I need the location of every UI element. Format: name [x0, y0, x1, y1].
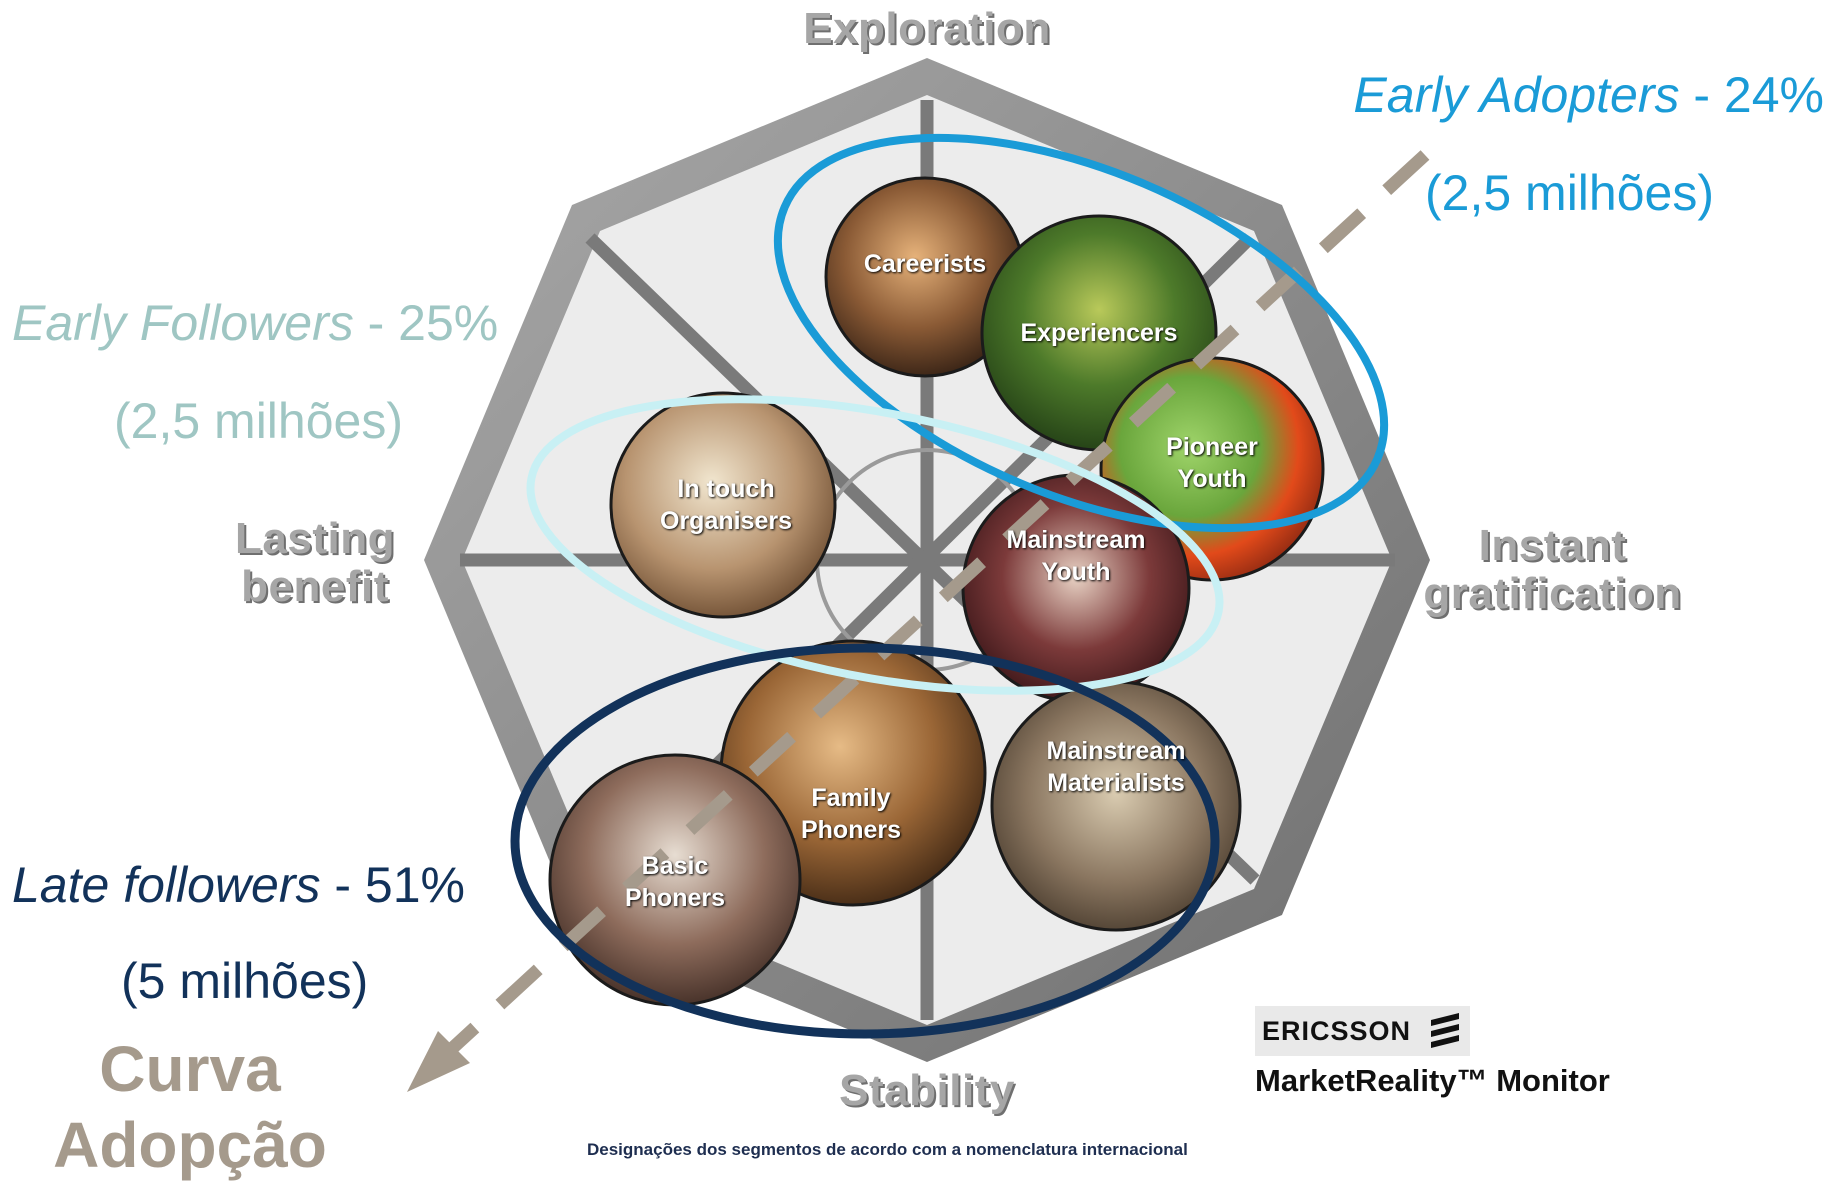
early-followers-share: - 25%	[353, 295, 499, 351]
segment-mainstream-youth-line1: Mainstream	[1006, 526, 1146, 554]
early-adopters-ellipse	[773, 133, 1389, 533]
segment-pioneer-youth-line2: Youth	[1177, 465, 1247, 493]
segment-mainstream-youth-line2: Youth	[1041, 558, 1111, 586]
late-followers-name: Late followers	[12, 857, 321, 913]
footnote: Designações dos segmentos de acordo com …	[587, 1140, 1188, 1159]
segment-in-touch-organisers-line1: In touch	[677, 475, 775, 503]
ericsson-logo: ERICSSON	[1255, 1006, 1470, 1056]
adoption-curve-title-line2: Adopção	[53, 1108, 327, 1181]
segment-family-phoners-line1: Family	[811, 784, 891, 812]
segment-mainstream-youth-label: Mainstream Youth	[1007, 524, 1146, 588]
axis-label-left-line1: Lasting	[235, 514, 395, 563]
segment-basic-phoners-line1: Basic	[641, 852, 709, 880]
early-followers-name: Early Followers	[12, 295, 354, 351]
segment-experiencers-label: Experiencers	[1020, 319, 1178, 347]
early-followers-label: Early Followers - 25%	[12, 298, 498, 348]
segment-pioneer-youth-line1: Pioneer	[1166, 433, 1258, 461]
segment-basic-phoners-label: Basic Phoners	[625, 850, 725, 914]
segment-basic-phoners-line2: Phoners	[624, 884, 726, 912]
ericsson-mark-icon	[1431, 1013, 1459, 1048]
early-adopters-share: - 24%	[1679, 67, 1824, 123]
segment-pioneer-youth-label: Pioneer Youth	[1166, 431, 1258, 495]
segment-mainstream-materialists-label: Mainstream Materialists	[1047, 735, 1186, 799]
axis-label-right-line1: Instant	[1478, 521, 1627, 570]
adoption-curve-title: Curva Adopção	[30, 1032, 350, 1183]
adoption-curve-title-line1: Curva	[99, 1033, 281, 1105]
product-name: MarketReality™ Monitor	[1255, 1063, 1610, 1098]
axis-label-bottom: Stability	[839, 1066, 1015, 1115]
early-followers-count: (2,5 milhões)	[114, 393, 403, 449]
axis-label-left-line2: benefit	[241, 562, 389, 612]
segment-mainstream-materialists-line1: Mainstream	[1046, 737, 1186, 765]
segment-in-touch-organisers-photo	[609, 391, 837, 619]
segment-mainstream-materialists-line2: Materialists	[1047, 769, 1185, 797]
late-followers-label: Late followers - 51%	[12, 860, 465, 910]
early-followers-ellipse	[526, 395, 1224, 695]
late-followers-ellipse	[510, 643, 1220, 1039]
segment-in-touch-organisers-line2: Organisers	[659, 507, 793, 535]
axis-label-right-line2: gratification	[1423, 569, 1682, 619]
axis-label-left: Lasting benefit	[225, 514, 405, 612]
late-followers-count: (5 milhões)	[121, 953, 369, 1009]
axis-label-top: Exploration	[803, 4, 1051, 53]
early-adopters-count: (2,5 milhões)	[1425, 165, 1714, 221]
adoption-curve-arrow	[407, 150, 1430, 1092]
segment-family-phoners-label: Family Phoners	[801, 782, 901, 846]
early-adopters-name: Early Adopters	[1353, 67, 1680, 123]
segment-family-phoners-line2: Phoners	[800, 816, 902, 844]
segment-in-touch-organisers-label: In touch Organisers	[660, 473, 792, 537]
segment-careerists-label: Careerists	[863, 250, 987, 278]
axis-label-right: Instant gratification	[1415, 521, 1690, 619]
ericsson-logo-text: ERICSSON	[1262, 1016, 1412, 1046]
early-adopters-label: Early Adopters - 24%	[1353, 70, 1824, 120]
late-followers-share: - 51%	[320, 857, 466, 913]
